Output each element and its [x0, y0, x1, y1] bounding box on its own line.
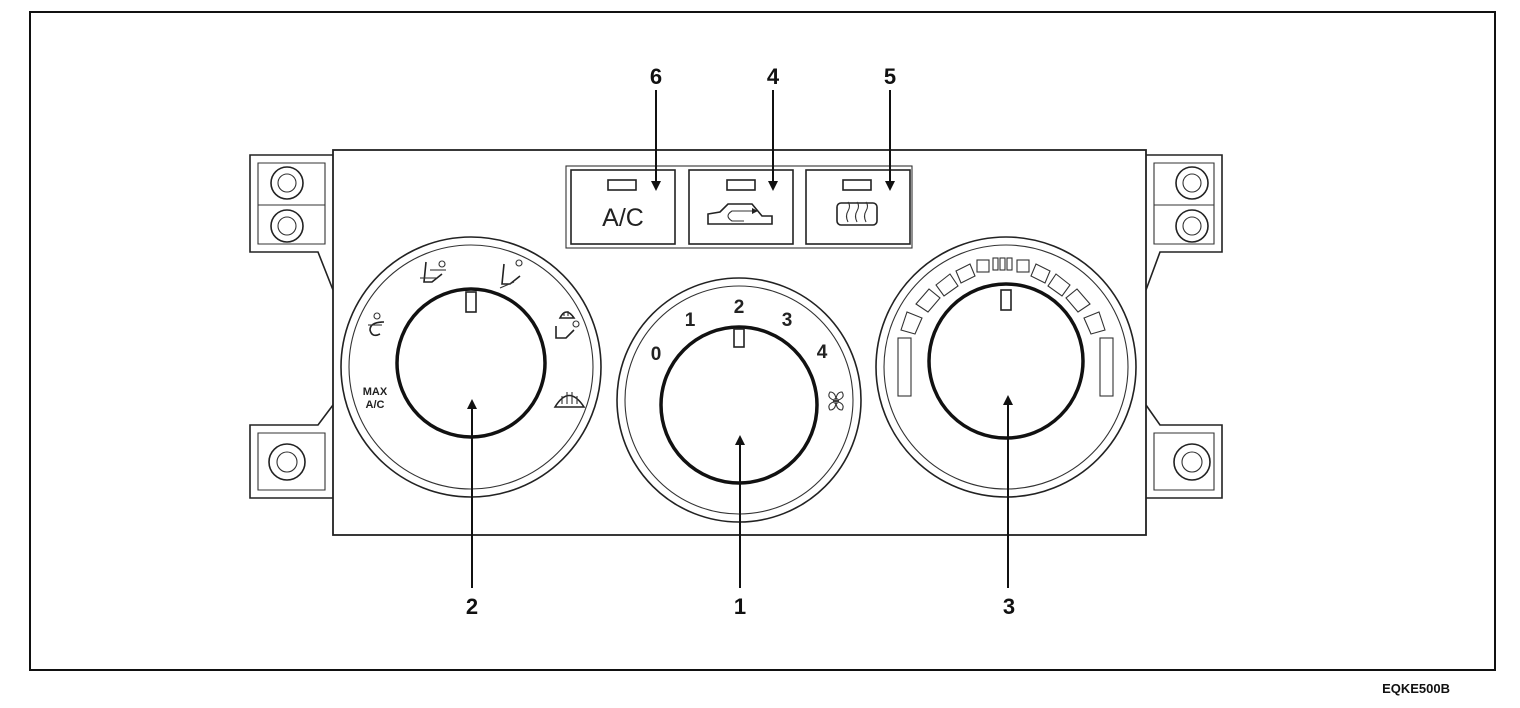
recirculation-indicator-lamp — [726, 179, 756, 191]
button-strip: A/C — [565, 165, 913, 249]
bi-level-vent-icon — [420, 260, 446, 283]
recirculation-button[interactable] — [688, 169, 794, 245]
figure-code: EQKE500B — [1382, 681, 1450, 696]
temperature-scale — [897, 257, 1114, 397]
max-ac-label-line1: MAX — [363, 386, 388, 398]
callout-arrows — [467, 90, 1013, 588]
fan-position-0: 0 — [651, 344, 662, 365]
fan-knob-pointer — [733, 328, 745, 348]
mode-knob-pointer — [465, 291, 477, 313]
rear-defrost-indicator-lamp — [842, 179, 872, 191]
rear-defrost-button[interactable] — [805, 169, 911, 245]
ac-indicator-lamp — [607, 179, 637, 191]
callout-recirculation-number: 4 — [767, 64, 780, 89]
floor-vent-icon — [499, 259, 523, 289]
temperature-knob-pointer — [1000, 289, 1012, 311]
callout-ac-number: 6 — [650, 64, 662, 89]
fan-position-1: 1 — [685, 310, 696, 331]
mount-hole-icon — [268, 443, 306, 481]
fan-position-3: 3 — [782, 310, 793, 331]
callout-rear-defrost-number: 5 — [884, 64, 896, 89]
floor-defrost-icon — [555, 311, 580, 339]
temperature-dial[interactable] — [875, 236, 1137, 498]
temperature-knob[interactable] — [927, 282, 1085, 440]
fan-icon — [828, 391, 844, 411]
defrost-icon — [553, 392, 586, 408]
mount-hole-icon — [1175, 166, 1209, 200]
right-mounting-brackets — [1145, 154, 1223, 499]
ac-button[interactable]: A/C — [570, 169, 676, 245]
left-mounting-brackets — [249, 154, 334, 499]
mount-hole-icon — [1175, 209, 1209, 243]
fan-position-2: 2 — [734, 297, 745, 318]
callout-mode-number: 2 — [466, 594, 478, 619]
face-vent-icon — [368, 312, 385, 337]
callout-temperature-number: 3 — [1003, 594, 1015, 619]
mount-hole-icon — [270, 209, 304, 243]
rear-defrost-icon — [836, 201, 878, 226]
mode-dial[interactable]: MAX A/C — [340, 236, 602, 498]
mount-hole-icon — [1173, 443, 1211, 481]
ac-button-label: A/C — [602, 204, 644, 232]
max-ac-label-line2: A/C — [366, 399, 385, 411]
callout-fan-speed-number: 1 — [734, 594, 746, 619]
figure-frame — [29, 11, 1496, 671]
recirculation-car-icon — [707, 203, 773, 225]
fan-position-4: 4 — [817, 342, 828, 363]
mount-hole-icon — [270, 166, 304, 200]
